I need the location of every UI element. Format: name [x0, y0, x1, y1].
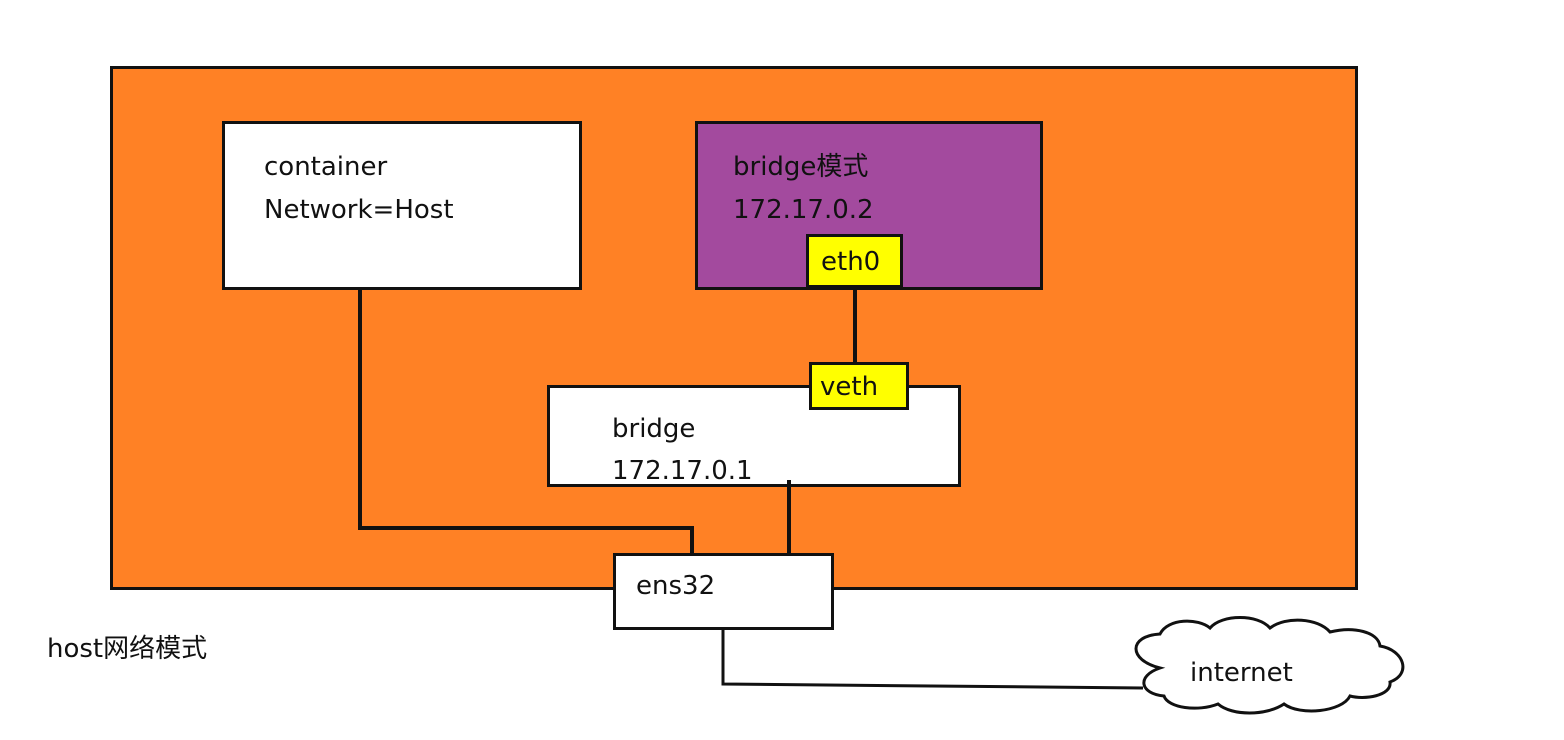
bridge-container-label-line2: 172.17.0.2 — [733, 195, 874, 225]
ens32-to-internet-line — [721, 630, 1144, 690]
bridge-label-line2: 172.17.0.1 — [612, 456, 753, 486]
host-network-container-box — [222, 121, 582, 290]
bridge-container-label-line1: bridge模式 — [733, 152, 869, 182]
host-container-label-line2: Network=Host — [264, 195, 454, 225]
ens32-label: ens32 — [636, 571, 716, 601]
bridge-label-line1: bridge — [612, 414, 696, 444]
host-network-mode-caption: host网络模式 — [47, 634, 208, 664]
internet-label: internet — [1190, 658, 1293, 688]
host-container-label-line1: container — [264, 152, 388, 182]
veth-interface: veth — [809, 362, 909, 410]
host-container-to-ens32-line — [358, 290, 694, 553]
ens32-interface-box — [613, 553, 834, 630]
internet-cloud-icon — [1134, 616, 1405, 715]
eth0-interface: eth0 — [806, 234, 903, 288]
